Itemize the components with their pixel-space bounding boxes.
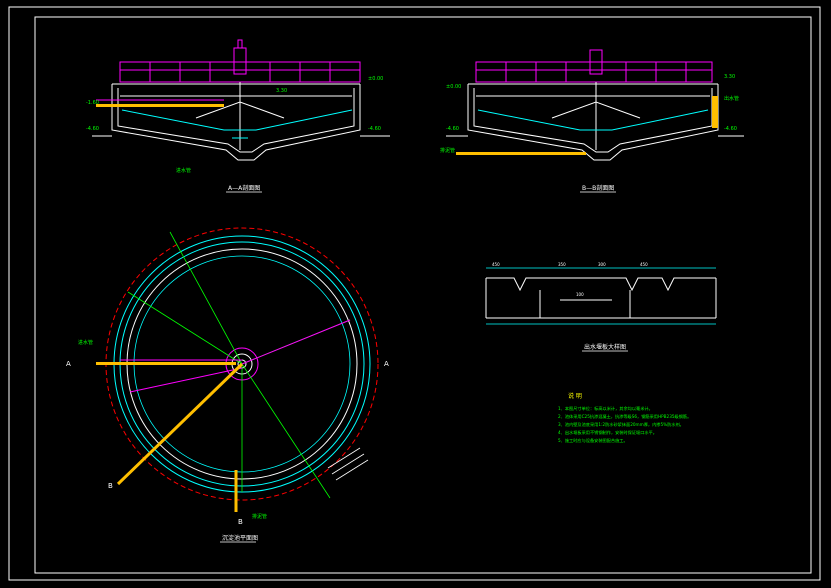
svg-text:-4.60: -4.60 xyxy=(86,126,99,132)
svg-text:±0.00: ±0.00 xyxy=(446,84,461,90)
svg-text:-4.60: -4.60 xyxy=(446,126,459,132)
cut-mark-a-left: A xyxy=(66,360,71,368)
svg-text:-1.60: -1.60 xyxy=(86,100,99,106)
svg-text:进水管: 进水管 xyxy=(176,167,191,174)
cut-mark-b-bottom: B xyxy=(238,518,243,526)
weir-detail-drawing: 450 350 300 450 100 出水堰板大样图 xyxy=(485,262,717,352)
svg-text:3.30: 3.30 xyxy=(276,88,287,94)
cut-mark-a-right: A xyxy=(384,360,389,368)
section-b-drawing: 3.30 ±0.00 -4.60 -4.60 排泥管 出水管 B—B剖面图 xyxy=(440,49,744,193)
svg-text:3.30: 3.30 xyxy=(724,74,735,80)
notes-block: 说 明 1、本图尺寸单位：标高以米计，其余均以毫米计。 2、池体采用C25抗渗混… xyxy=(558,392,691,444)
notes-heading: 说 明 xyxy=(568,392,582,400)
section-a-drawing: -1.60 -4.60 -4.60 ±0.00 3.30 进水管 A—A剖面图 xyxy=(86,39,390,193)
svg-text:±0.00: ±0.00 xyxy=(368,76,383,82)
svg-text:-4.60: -4.60 xyxy=(368,126,381,132)
plan-title: 沉淀池平面图 xyxy=(222,534,258,542)
svg-text:排泥管: 排泥管 xyxy=(440,147,455,154)
inner-frame xyxy=(34,16,812,574)
outer-frame xyxy=(8,6,821,581)
weir-dim-2: 300 xyxy=(598,262,606,267)
note-line-2: 2、池体采用C25抗渗混凝土，抗渗等级S6，钢筋采用HPB235级钢筋。 xyxy=(558,413,691,420)
note-line-5: 5、施工时应与设备安装图配合施工。 xyxy=(558,437,628,444)
plan-view-drawing: A A B B 进水管 排泥管 沉淀池平面图 xyxy=(66,227,389,543)
svg-text:出水管: 出水管 xyxy=(724,95,739,102)
weir-dim-0: 450 xyxy=(492,262,500,267)
cut-mark-b-bottom-left: B xyxy=(108,482,113,490)
weir-dim-4: 100 xyxy=(576,292,584,297)
weir-dim-1: 350 xyxy=(558,262,566,267)
weir-dim-3: 450 xyxy=(640,262,648,267)
note-line-3: 3、池内壁及池底采用1:2防水砂浆抹面20mm厚，内掺5%防水剂。 xyxy=(558,421,684,428)
svg-text:排泥管: 排泥管 xyxy=(252,513,267,520)
weir-title: 出水堰板大样图 xyxy=(584,343,626,351)
note-line-1: 1、本图尺寸单位：标高以米计，其余均以毫米计。 xyxy=(558,405,653,412)
section-b-title: B—B剖面图 xyxy=(582,184,614,192)
section-a-title: A—A剖面图 xyxy=(228,184,260,192)
note-line-4: 4、出水堰板采用不锈钢制作，安装时保证堰口水平。 xyxy=(558,429,657,436)
svg-text:-4.60: -4.60 xyxy=(724,126,737,132)
svg-text:进水管: 进水管 xyxy=(78,339,93,346)
